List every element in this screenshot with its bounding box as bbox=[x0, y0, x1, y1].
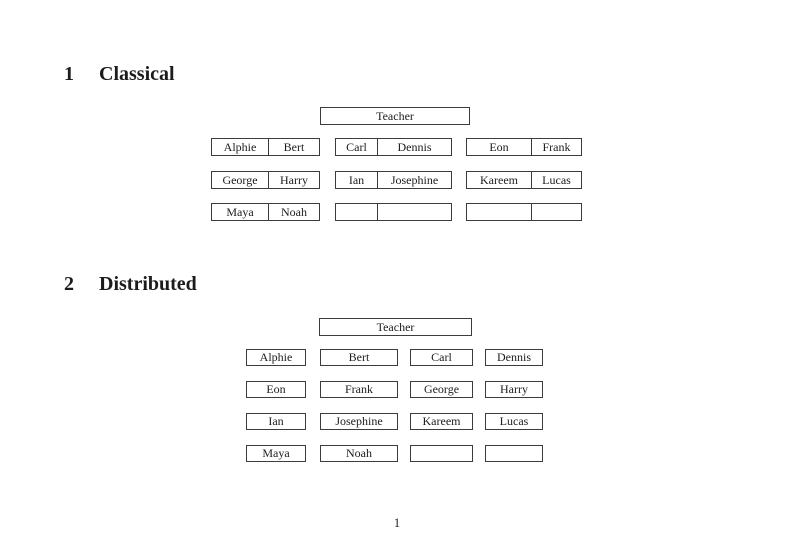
seat-box-empty bbox=[485, 445, 543, 462]
seat-box: Eon bbox=[246, 381, 306, 398]
seat-cell: Josephine bbox=[390, 173, 439, 187]
seat-cell: Harry bbox=[280, 173, 308, 187]
section-number: 1 bbox=[64, 63, 74, 85]
teacher-box: Teacher bbox=[319, 318, 472, 336]
desk: Eon Frank bbox=[466, 138, 582, 156]
desk-empty bbox=[466, 203, 582, 221]
seat-cell: Alphie bbox=[212, 139, 269, 155]
seat-cell: Dennis bbox=[397, 140, 432, 154]
seat-cell: Eon bbox=[467, 139, 532, 155]
desk: Carl Dennis bbox=[335, 138, 452, 156]
seat-box: Dennis bbox=[485, 349, 543, 366]
seat-box: Harry bbox=[485, 381, 543, 398]
desk: Alphie Bert bbox=[211, 138, 320, 156]
desk-empty bbox=[335, 203, 452, 221]
seat-cell: Bert bbox=[283, 140, 305, 154]
seat-box: Lucas bbox=[485, 413, 543, 430]
seat-box: Carl bbox=[410, 349, 473, 366]
desk: Ian Josephine bbox=[335, 171, 452, 189]
seat-cell: Ian bbox=[336, 172, 378, 188]
seat-box: Josephine bbox=[320, 413, 398, 430]
seat-box: Alphie bbox=[246, 349, 306, 366]
section-heading-distributed: 2 Distributed bbox=[64, 272, 197, 296]
seat-cell: Noah bbox=[281, 205, 307, 219]
seat-cell-empty bbox=[336, 204, 378, 220]
seat-box: George bbox=[410, 381, 473, 398]
seat-cell-empty bbox=[378, 204, 451, 220]
seat-box: Kareem bbox=[410, 413, 473, 430]
seat-cell: George bbox=[212, 172, 269, 188]
seat-cell: Maya bbox=[212, 204, 269, 220]
desk: George Harry bbox=[211, 171, 320, 189]
section-heading-classical: 1 Classical bbox=[64, 62, 175, 86]
seat-cell-empty bbox=[532, 204, 581, 220]
seat-box: Frank bbox=[320, 381, 398, 398]
seat-cell: Lucas bbox=[542, 173, 571, 187]
seat-box: Maya bbox=[246, 445, 306, 462]
desk: Maya Noah bbox=[211, 203, 320, 221]
page-number: 1 bbox=[393, 516, 401, 530]
seat-cell: Frank bbox=[542, 140, 571, 154]
seat-cell-empty bbox=[467, 204, 532, 220]
section-number: 2 bbox=[64, 273, 74, 295]
seat-box: Bert bbox=[320, 349, 398, 366]
section-title: Distributed bbox=[99, 273, 197, 295]
seat-box: Noah bbox=[320, 445, 398, 462]
teacher-box: Teacher bbox=[320, 107, 470, 125]
section-title: Classical bbox=[99, 63, 175, 85]
seat-box-empty bbox=[410, 445, 473, 462]
desk: Kareem Lucas bbox=[466, 171, 582, 189]
seat-box: Ian bbox=[246, 413, 306, 430]
seat-cell: Kareem bbox=[467, 172, 532, 188]
seat-cell: Carl bbox=[336, 139, 378, 155]
